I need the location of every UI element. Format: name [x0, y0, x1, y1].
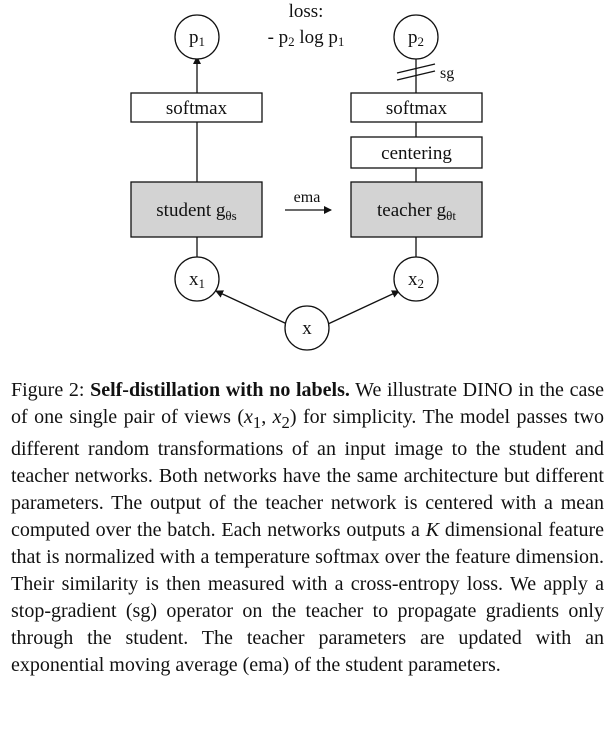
loss-label: loss:	[289, 1, 324, 22]
student-subscript: θs	[225, 208, 236, 223]
softmax-box-student: softmax	[130, 92, 263, 123]
svg-text:x: x	[302, 318, 312, 339]
arrow-x-to-x1	[215, 290, 288, 325]
svg-text:p2: p2	[408, 27, 424, 49]
student-label: student g	[156, 200, 226, 221]
centering-box: centering	[350, 136, 483, 169]
p2-node: p2	[393, 14, 439, 60]
svg-text:x1: x1	[189, 269, 205, 291]
connectors	[193, 56, 417, 325]
x2-node: x2	[393, 256, 439, 302]
softmax-box-teacher: softmax	[350, 92, 483, 123]
svg-text:teacher gθt: teacher gθt	[377, 200, 456, 223]
ema-label: ema	[294, 189, 321, 206]
svg-text:softmax: softmax	[166, 98, 228, 119]
svg-text:p1: p1	[189, 27, 205, 49]
caption-title: Self-distillation with no labels.	[90, 379, 350, 401]
svg-text:student gθs: student gθs	[156, 200, 236, 223]
svg-text:x2: x2	[408, 269, 424, 291]
sg-label: sg	[440, 65, 454, 82]
figure-label: Figure 2:	[11, 379, 91, 401]
dino-diagram: sg p1 p2 loss: - p2 log p1 softmax softm…	[130, 1, 483, 351]
p2-subscript: 2	[418, 34, 425, 49]
teacher-subscript: θt	[446, 208, 456, 223]
x-input-node: x	[284, 305, 330, 351]
p1-node: p1	[174, 14, 220, 60]
loss-formula: - p2 log p1	[268, 27, 345, 49]
x1-node: x1	[174, 256, 220, 302]
caption-k: K	[425, 519, 440, 541]
arrow-x-to-x2	[327, 290, 400, 325]
teacher-network-box: teacher gθt	[350, 181, 483, 238]
teacher-label: teacher g	[377, 200, 447, 221]
svg-text:softmax: softmax	[386, 98, 448, 119]
stop-gradient-marks	[396, 63, 436, 81]
p2-label: p	[408, 27, 418, 48]
student-network-box: student gθs	[130, 181, 263, 238]
figure-caption: Figure 2: Self-distillation with no labe…	[11, 379, 605, 676]
p1-label: p	[189, 27, 199, 48]
p1-subscript: 1	[199, 34, 206, 49]
svg-text:centering: centering	[381, 143, 452, 164]
